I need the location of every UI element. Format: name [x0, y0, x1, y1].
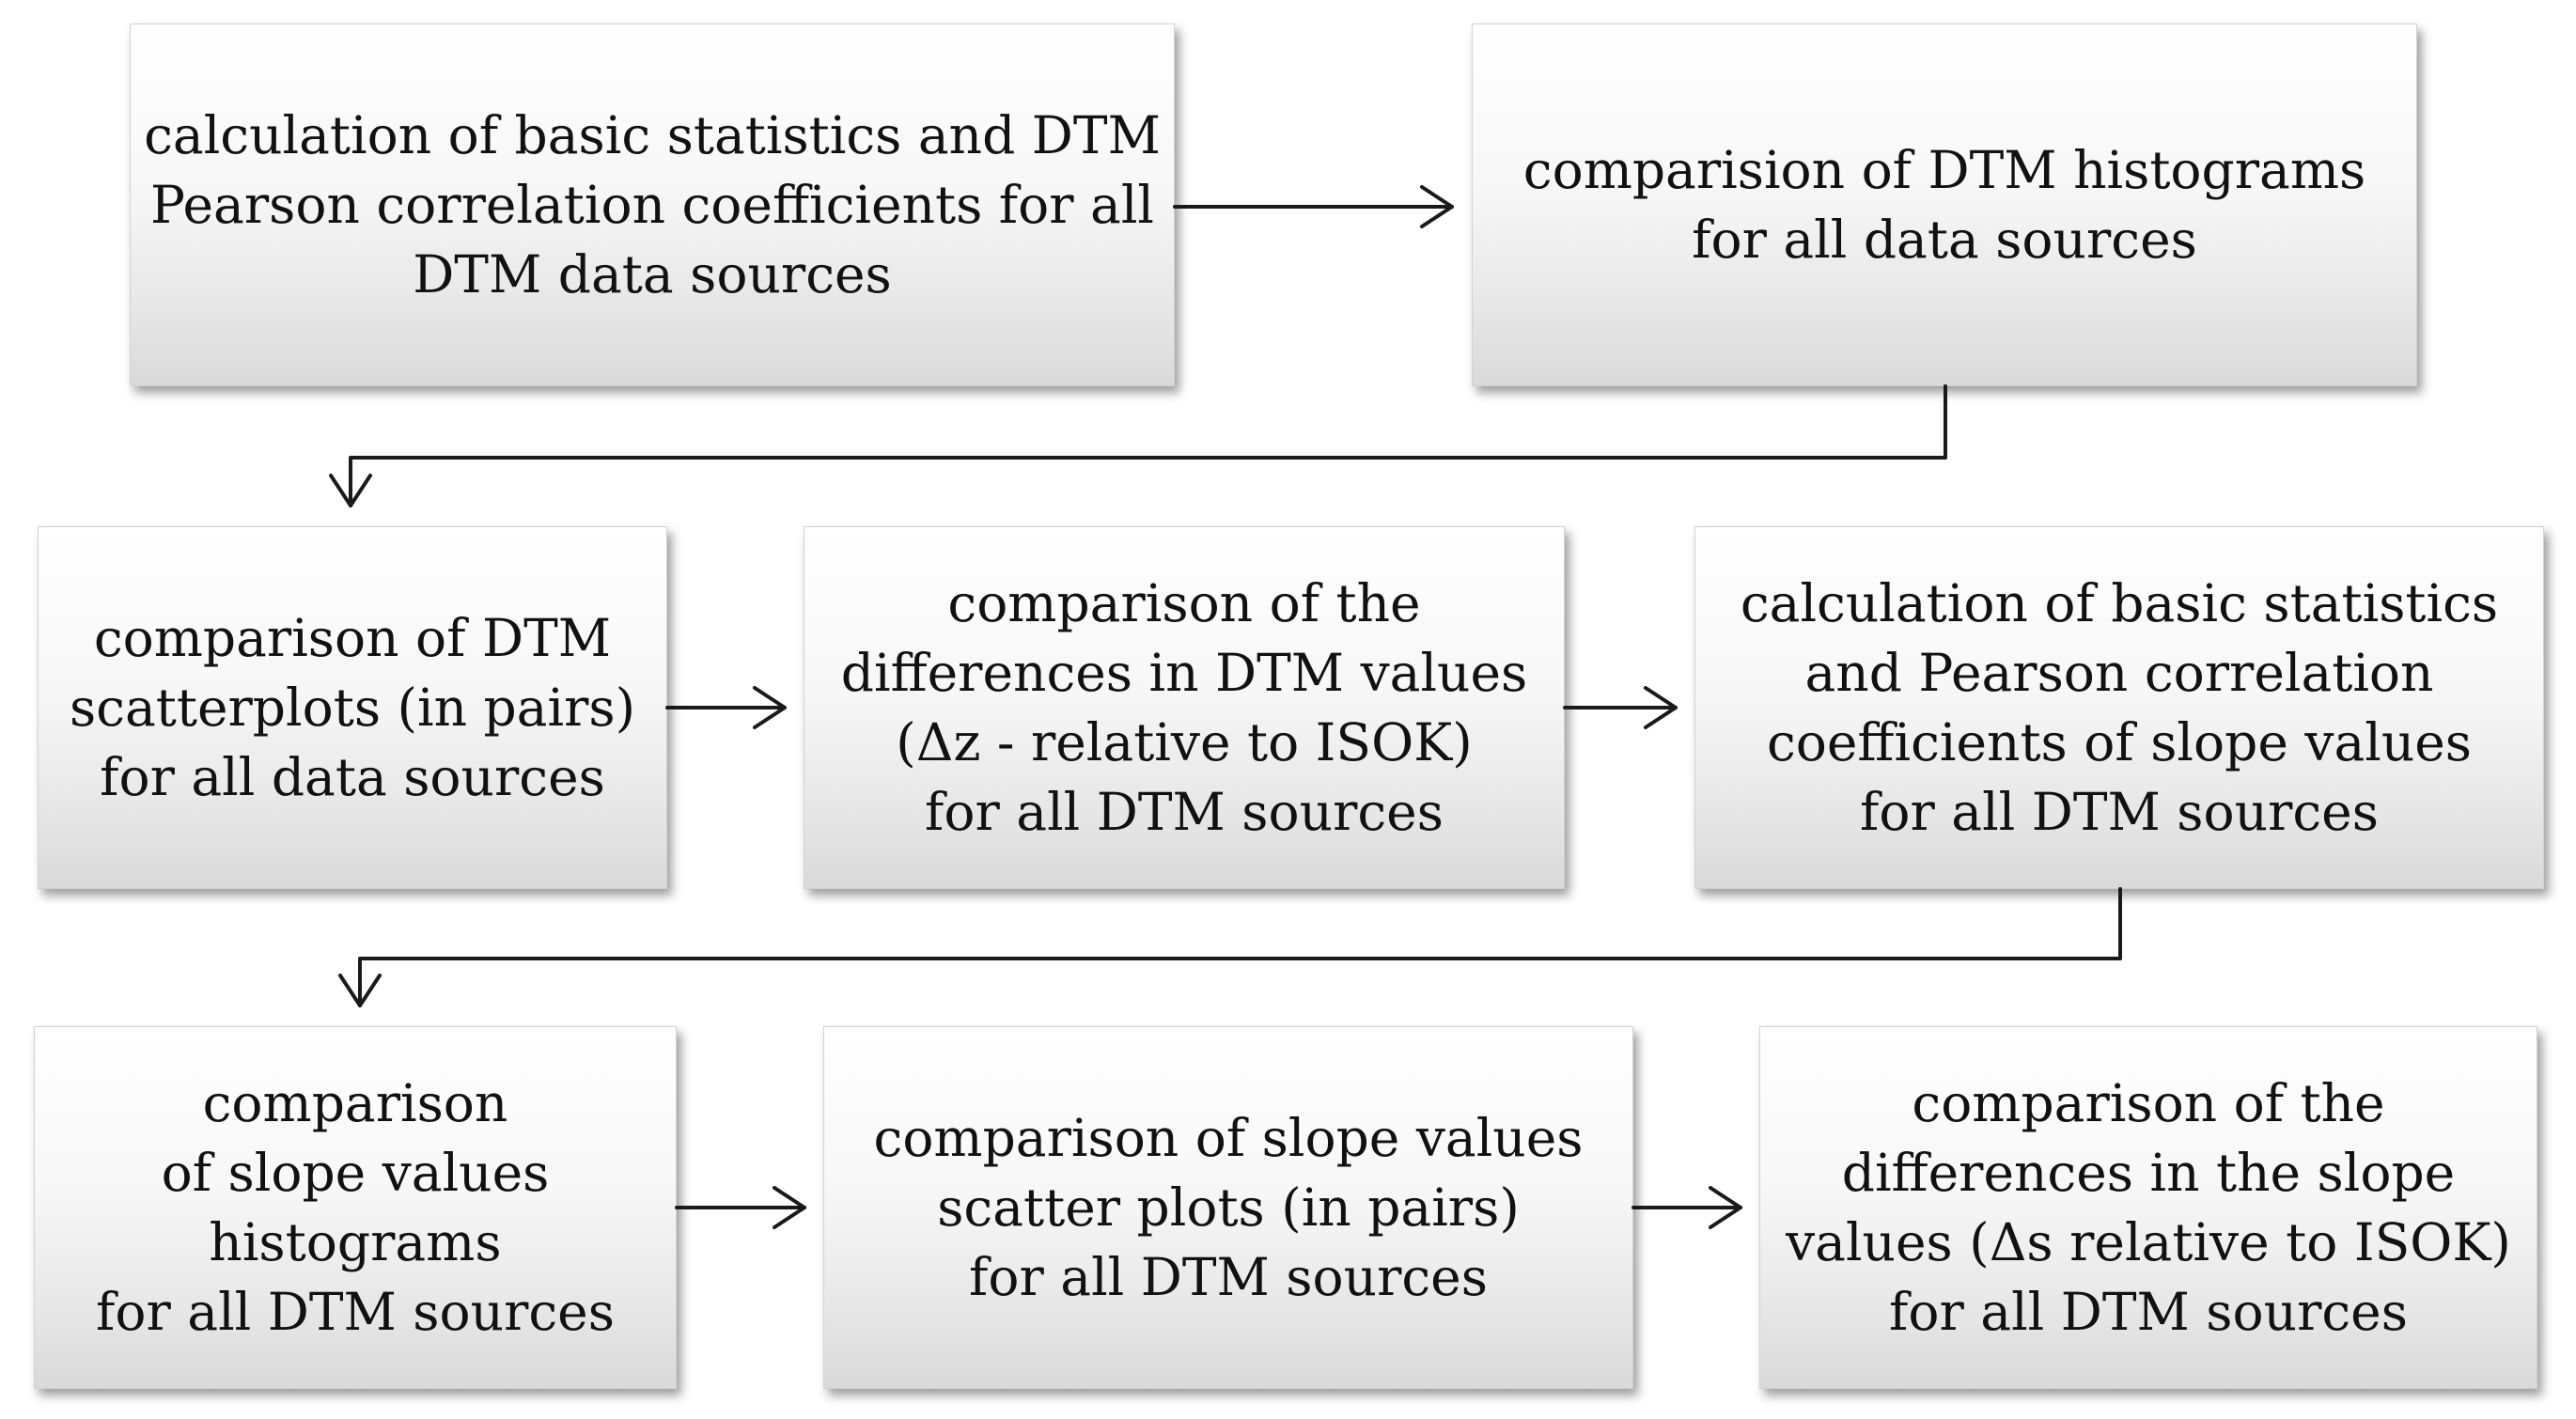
step-dtm-scatterplots-label: comparison of DTM scatterplots (in pairs… — [69, 608, 636, 807]
arrow-b6-to-b7 — [675, 1186, 806, 1229]
step-slope-statistics-label: calculation of basic statistics and Pear… — [1740, 573, 2499, 842]
arrow-b4-to-b5 — [1563, 686, 1678, 729]
arrow-b7-to-b8 — [1631, 1186, 1742, 1229]
step-dtm-histograms: comparision of DTM histograms for all da… — [1472, 23, 2417, 386]
step-basic-statistics-dtm: calculation of basic statistics and DTM … — [130, 23, 1175, 386]
arrow-b3-to-b4 — [665, 686, 787, 729]
step-dtm-differences-label: comparison of the differences in DTM val… — [840, 573, 1528, 842]
step-slope-histograms: comparison of slope values histograms fo… — [34, 1026, 677, 1389]
arrow-b2-to-b3 — [329, 384, 1947, 507]
arrow-b1-to-b2 — [1173, 185, 1454, 228]
step-dtm-scatterplots: comparison of DTM scatterplots (in pairs… — [38, 526, 667, 889]
step-slope-scatterplots: comparison of slope values scatter plots… — [823, 1026, 1633, 1389]
step-dtm-differences: comparison of the differences in DTM val… — [804, 526, 1565, 889]
step-basic-statistics-dtm-label: calculation of basic statistics and DTM … — [144, 105, 1161, 304]
step-dtm-histograms-label: comparision of DTM histograms for all da… — [1522, 140, 2366, 270]
step-slope-differences-label: comparison of the differences in the slo… — [1786, 1073, 2511, 1342]
step-slope-differences: comparison of the differences in the slo… — [1759, 1026, 2537, 1389]
step-slope-histograms-label: comparison of slope values histograms fo… — [96, 1073, 615, 1342]
arrow-b5-to-b6 — [338, 887, 2122, 1007]
step-slope-statistics: calculation of basic statistics and Pear… — [1694, 526, 2544, 889]
step-slope-scatterplots-label: comparison of slope values scatter plots… — [873, 1108, 1584, 1307]
